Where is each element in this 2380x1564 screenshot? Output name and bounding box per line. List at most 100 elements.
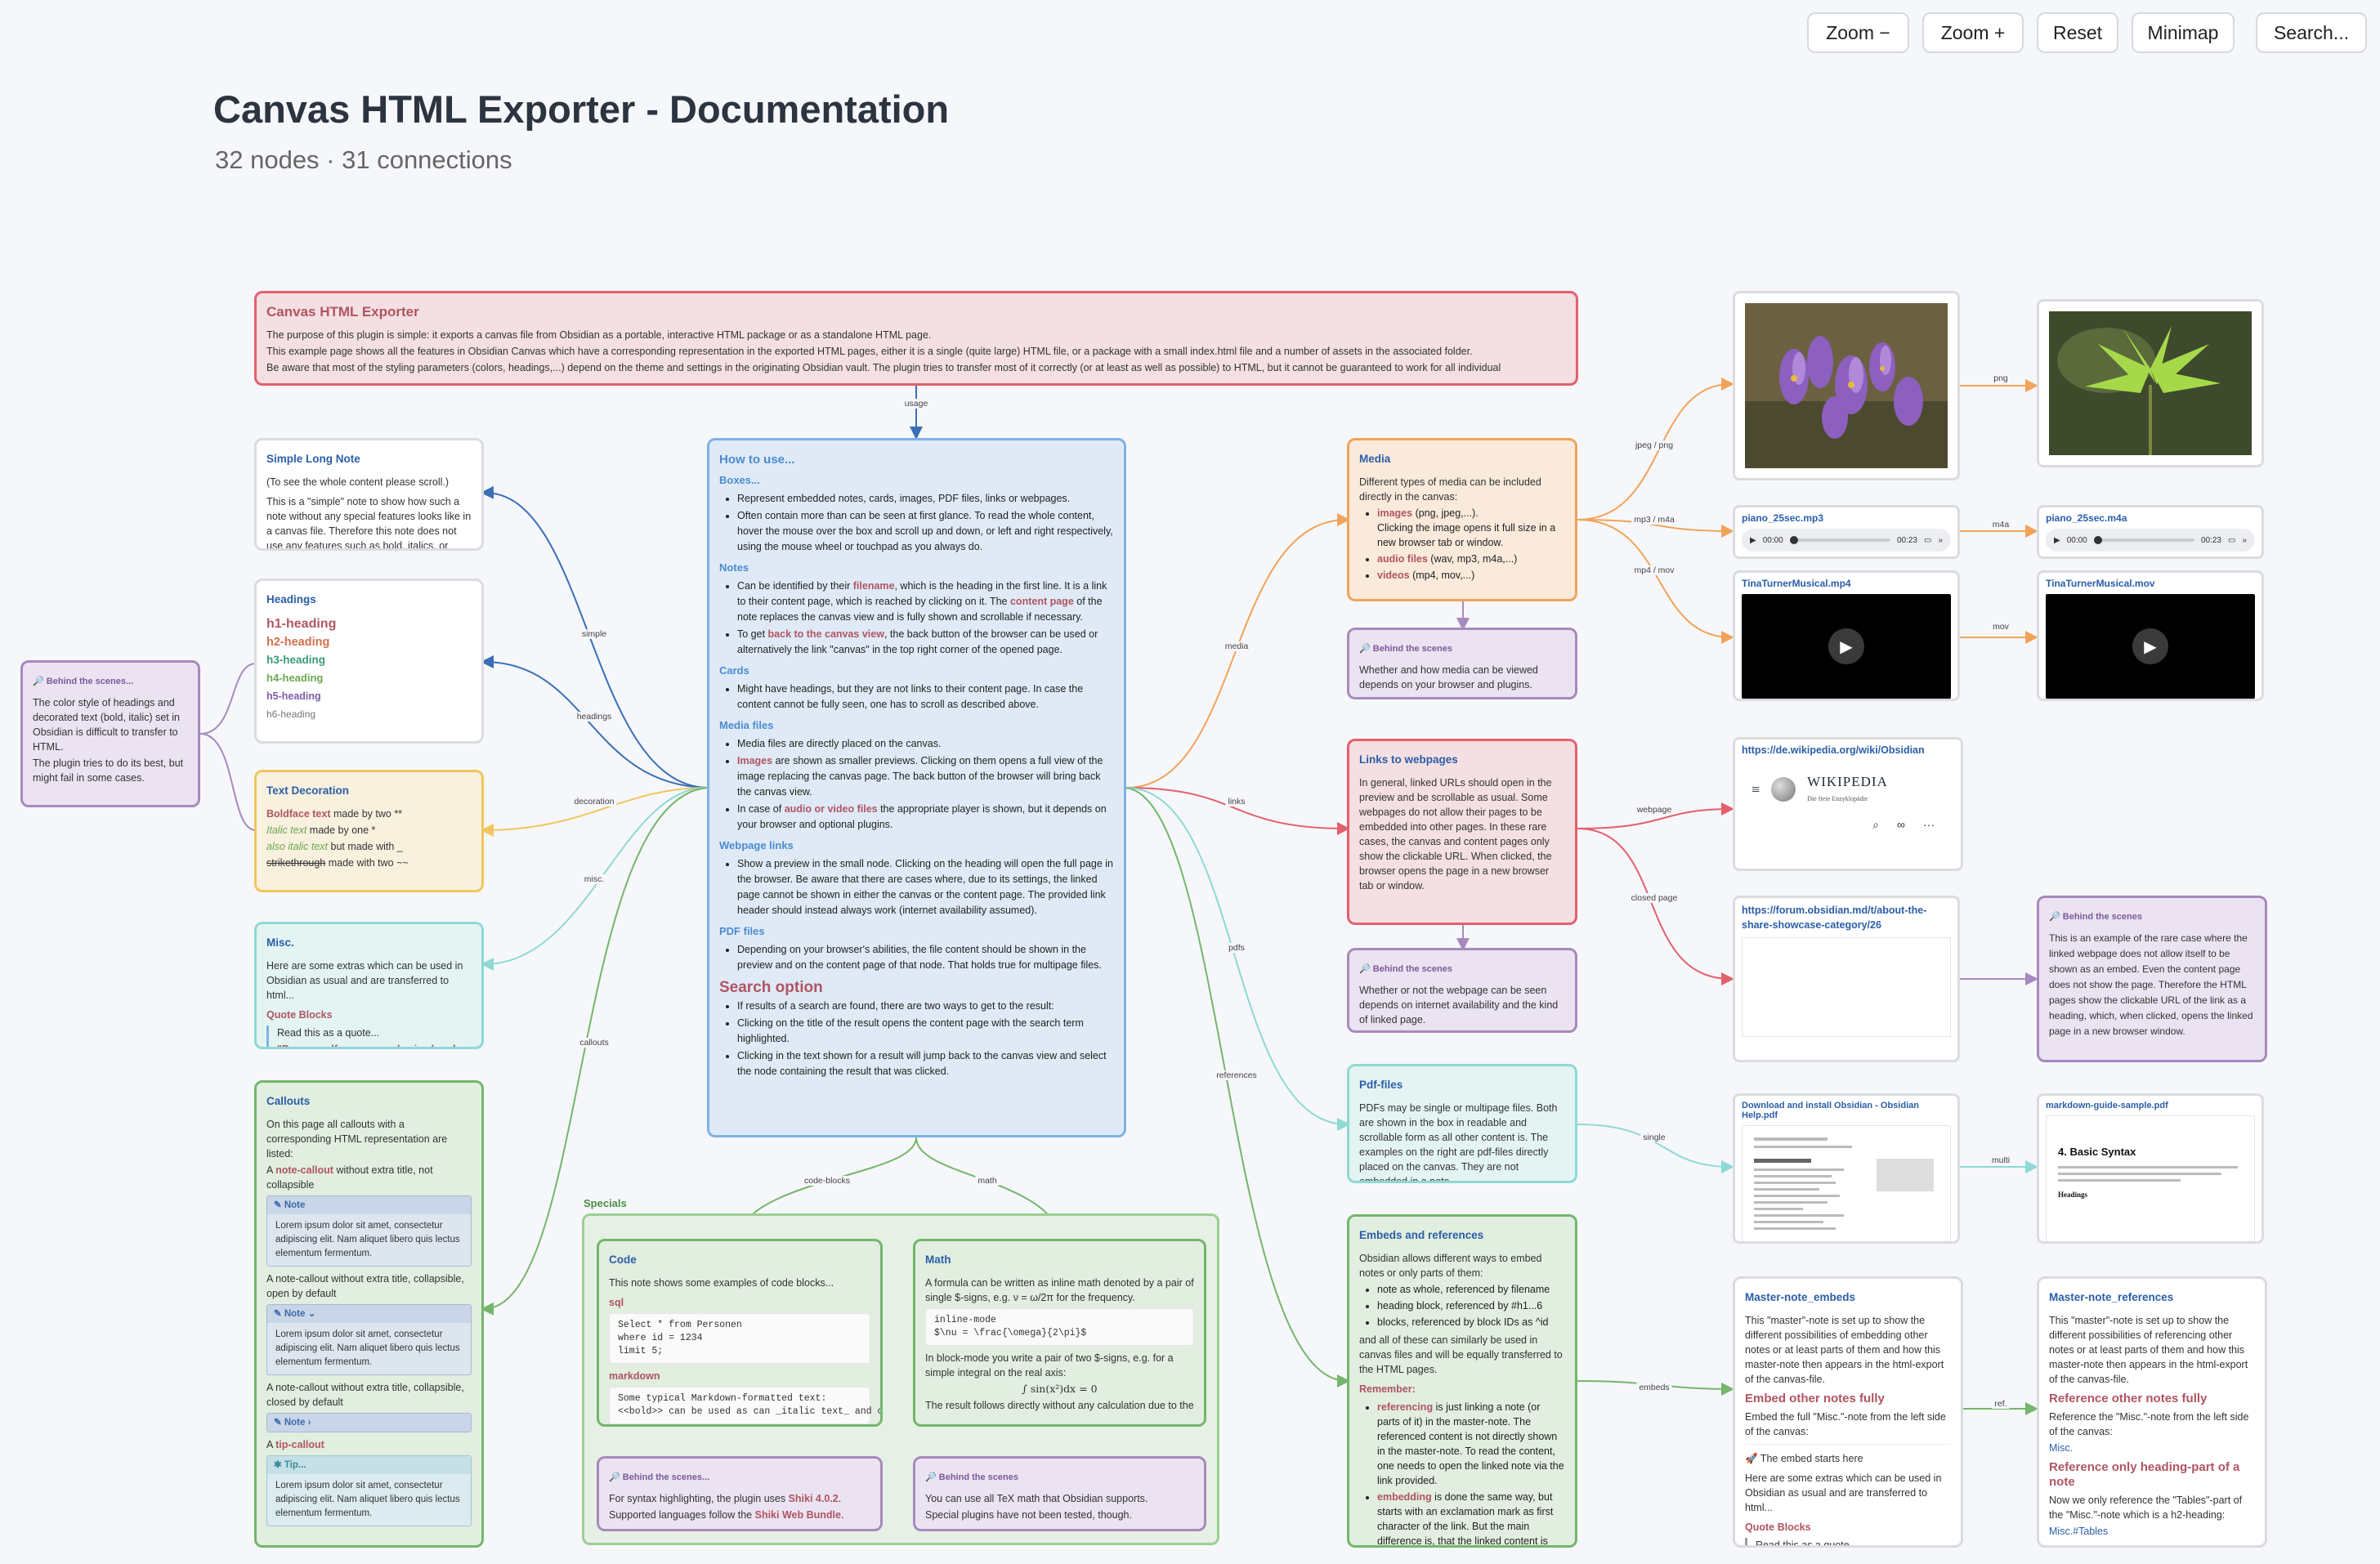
embeds-note[interactable]: Embeds and references Obsidian allows di… bbox=[1347, 1214, 1577, 1548]
volume-icon[interactable]: ▭ bbox=[2227, 535, 2236, 545]
more-icon[interactable]: ··· bbox=[1923, 818, 1935, 831]
video-mp4-node[interactable]: TinaTurnerMusical.mp4 ▶ bbox=[1733, 570, 1960, 701]
media-title-link[interactable]: Media bbox=[1359, 453, 1391, 465]
video-mov-node[interactable]: TinaTurnerMusical.mov ▶ bbox=[2037, 570, 2264, 701]
leaf-image-node[interactable] bbox=[2037, 299, 2264, 467]
pdf-multi-subheading: Headings bbox=[2058, 1191, 2088, 1199]
more-icon[interactable]: » bbox=[1938, 535, 1943, 545]
bts-right-card[interactable]: 🔎 Behind the scenes This is an example o… bbox=[2037, 896, 2267, 1062]
edge-label-usage: usage bbox=[901, 399, 931, 409]
video-player-mp4[interactable]: ▶ bbox=[1742, 594, 1951, 699]
forum-url-link[interactable]: https://forum.obsidian.md/t/about-the-sh… bbox=[1742, 905, 1927, 931]
headings-note[interactable]: Headings h1-heading h2-heading h3-headin… bbox=[254, 579, 484, 744]
media-list: images (png, jpeg,...).Clicking the imag… bbox=[1359, 506, 1565, 583]
simple-note-text: (To see the whole content please scroll.… bbox=[266, 476, 450, 488]
audio-seek-bar[interactable] bbox=[2093, 536, 2194, 544]
media-note[interactable]: Media Different types of media can be in… bbox=[1347, 438, 1577, 601]
code-note[interactable]: Code This note shows some examples of co… bbox=[597, 1239, 883, 1427]
intro-card[interactable]: Canvas HTML Exporter The purpose of this… bbox=[254, 291, 1578, 386]
bts-math-card[interactable]: 🔎 Behind the scenes You can use all TeX … bbox=[913, 1456, 1206, 1531]
math-tail: The result follows directly without any … bbox=[925, 1400, 1194, 1411]
pdf-multi-preview[interactable]: 4. Basic Syntax Headings bbox=[2046, 1115, 2255, 1241]
zoom-in-button[interactable]: Zoom + bbox=[1922, 12, 2024, 53]
crocus-image-node[interactable] bbox=[1733, 291, 1960, 480]
audio-mp3-node[interactable]: piano_25sec.mp3 ▶00:00 00:23▭» bbox=[1733, 505, 1960, 559]
misc-tables-reference-link[interactable]: Misc.#Tables bbox=[2049, 1526, 2109, 1537]
bts-links-text: Whether or not the webpage can be seen d… bbox=[1359, 985, 1559, 1026]
more-icon[interactable]: » bbox=[2242, 535, 2247, 545]
zoom-out-button[interactable]: Zoom − bbox=[1807, 12, 1909, 53]
audio-player-m4a[interactable]: ▶00:00 00:23▭» bbox=[2046, 529, 2255, 552]
wikipedia-preview[interactable]: ≡ WIKIPEDIA Die freie Enzyklopädie bbox=[1742, 761, 1954, 818]
callouts-note[interactable]: Callouts On this page all callouts with … bbox=[254, 1080, 484, 1548]
master-references-note[interactable]: Master-note_references This "master"-not… bbox=[2037, 1276, 2267, 1548]
search-icon[interactable]: ⌕ bbox=[1872, 818, 1880, 831]
pdf-files-note[interactable]: Pdf-files PDFs may be single or multipag… bbox=[1347, 1064, 1577, 1183]
master-embeds-note[interactable]: Master-note_embeds This "master"-note is… bbox=[1733, 1276, 1963, 1548]
volume-icon[interactable]: ▭ bbox=[1923, 535, 1932, 545]
edge-webpage bbox=[1577, 802, 1734, 829]
play-icon[interactable]: ▶ bbox=[2132, 628, 2168, 664]
edge-label-references: references bbox=[1214, 1070, 1259, 1080]
links-note[interactable]: Links to webpages In general, linked URL… bbox=[1347, 739, 1577, 925]
play-icon[interactable]: ▶ bbox=[1828, 628, 1864, 664]
pdf-multi-label[interactable]: markdown-guide-sample.pdf bbox=[2046, 1101, 2168, 1110]
crocus-image[interactable] bbox=[1745, 303, 1948, 468]
how-to-use-card[interactable]: How to use... Boxes... Represent embedde… bbox=[707, 438, 1126, 1137]
math-note[interactable]: Math A formula can be written as inline … bbox=[913, 1239, 1206, 1427]
pdf-single-label[interactable]: Download and install Obsidian - Obsidian… bbox=[1742, 1101, 1919, 1120]
audio-player-mp3[interactable]: ▶00:00 00:23▭» bbox=[1742, 529, 1951, 552]
bts-media-card[interactable]: 🔎 Behind the scenes Whether and how medi… bbox=[1347, 628, 1577, 699]
notes-heading: Notes bbox=[719, 561, 749, 574]
magnifier-icon: 🔎 bbox=[33, 677, 47, 686]
page-title: Canvas HTML Exporter - Documentation bbox=[213, 87, 950, 131]
master-embeds-title-link[interactable]: Master-note_embeds bbox=[1745, 1291, 1856, 1303]
also-italic-line: also italic text but made with _ bbox=[266, 841, 403, 852]
callouts-title-link[interactable]: Callouts bbox=[266, 1095, 311, 1107]
flame-icon: ✱ bbox=[274, 1460, 284, 1470]
leaf-image[interactable] bbox=[2049, 311, 2252, 455]
video-player-mov[interactable]: ▶ bbox=[2046, 594, 2255, 699]
pdf-single-node[interactable]: Download and install Obsidian - Obsidian… bbox=[1733, 1093, 1960, 1244]
sql-code-block: Select * from Personen where id = 1234 l… bbox=[609, 1313, 870, 1364]
pdf-single-preview[interactable] bbox=[1742, 1125, 1951, 1241]
pdf-multi-node[interactable]: markdown-guide-sample.pdf 4. Basic Synta… bbox=[2037, 1093, 2264, 1244]
text-decoration-note[interactable]: Text Decoration Boldface text made by tw… bbox=[254, 770, 484, 892]
wikipedia-webpage-node[interactable]: https://de.wikipedia.org/wiki/Obsidian ≡… bbox=[1733, 737, 1963, 871]
pdf-single-page-lines bbox=[1754, 1137, 1934, 1230]
specials-group-label: Specials bbox=[584, 1197, 627, 1209]
bts-code-card[interactable]: 🔎 Behind the scenes... For syntax highli… bbox=[597, 1456, 883, 1531]
pdf-files-title-link[interactable]: Pdf-files bbox=[1359, 1079, 1403, 1091]
misc-reference-link[interactable]: Misc. bbox=[2049, 1442, 2074, 1454]
misc-title-link[interactable]: Misc. bbox=[266, 936, 294, 949]
link-icon[interactable]: ∞ bbox=[1897, 818, 1905, 831]
links-title-link[interactable]: Links to webpages bbox=[1359, 753, 1458, 766]
reset-button[interactable]: Reset bbox=[2037, 12, 2118, 53]
text-decoration-title-link[interactable]: Text Decoration bbox=[266, 784, 350, 797]
search-button[interactable]: Search... bbox=[2256, 12, 2367, 53]
reference-heading-part-heading: Reference only heading-part of a note bbox=[2049, 1460, 2240, 1489]
simple-note-title-link[interactable]: Simple Long Note bbox=[266, 453, 360, 465]
bts-links-card[interactable]: 🔎 Behind the scenes Whether or not the w… bbox=[1347, 948, 1577, 1033]
headings-title-link[interactable]: Headings bbox=[266, 593, 316, 605]
misc-note[interactable]: Misc. Here are some extras which can be … bbox=[254, 922, 484, 1049]
embeds-title-link[interactable]: Embeds and references bbox=[1359, 1229, 1484, 1241]
note-callout-open[interactable]: ✎ Note ⌄ Lorem ipsum dolor sit amet, con… bbox=[266, 1304, 472, 1375]
edge-label-code-blocks: code-blocks bbox=[801, 1176, 853, 1186]
master-references-title-link[interactable]: Master-note_references bbox=[2049, 1291, 2174, 1303]
code-title-link[interactable]: Code bbox=[609, 1253, 637, 1266]
math-title-link[interactable]: Math bbox=[925, 1253, 951, 1266]
play-icon[interactable]: ▶ bbox=[1750, 535, 1756, 545]
note-callout-closed[interactable]: ✎ Note › bbox=[266, 1413, 472, 1432]
audio-seek-bar[interactable] bbox=[1789, 536, 1890, 544]
play-icon[interactable]: ▶ bbox=[2054, 535, 2060, 545]
bts-left-card[interactable]: 🔎 Behind the scenes... The color style o… bbox=[20, 660, 200, 807]
menu-icon[interactable]: ≡ bbox=[1751, 780, 1760, 798]
note-callout-toggle[interactable]: ✎ Note ⌄ bbox=[267, 1305, 471, 1323]
audio-m4a-node[interactable]: piano_25sec.m4a ▶00:00 00:23▭» bbox=[2037, 505, 2264, 559]
minimap-button[interactable]: Minimap bbox=[2132, 12, 2235, 53]
simple-long-note[interactable]: Simple Long Note (To see the whole conte… bbox=[254, 438, 484, 551]
wikipedia-url-link[interactable]: https://de.wikipedia.org/wiki/Obsidian bbox=[1742, 744, 1925, 756]
forum-webpage-node[interactable]: https://forum.obsidian.md/t/about-the-sh… bbox=[1733, 896, 1960, 1062]
note-callout-toggle[interactable]: ✎ Note › bbox=[267, 1414, 471, 1432]
